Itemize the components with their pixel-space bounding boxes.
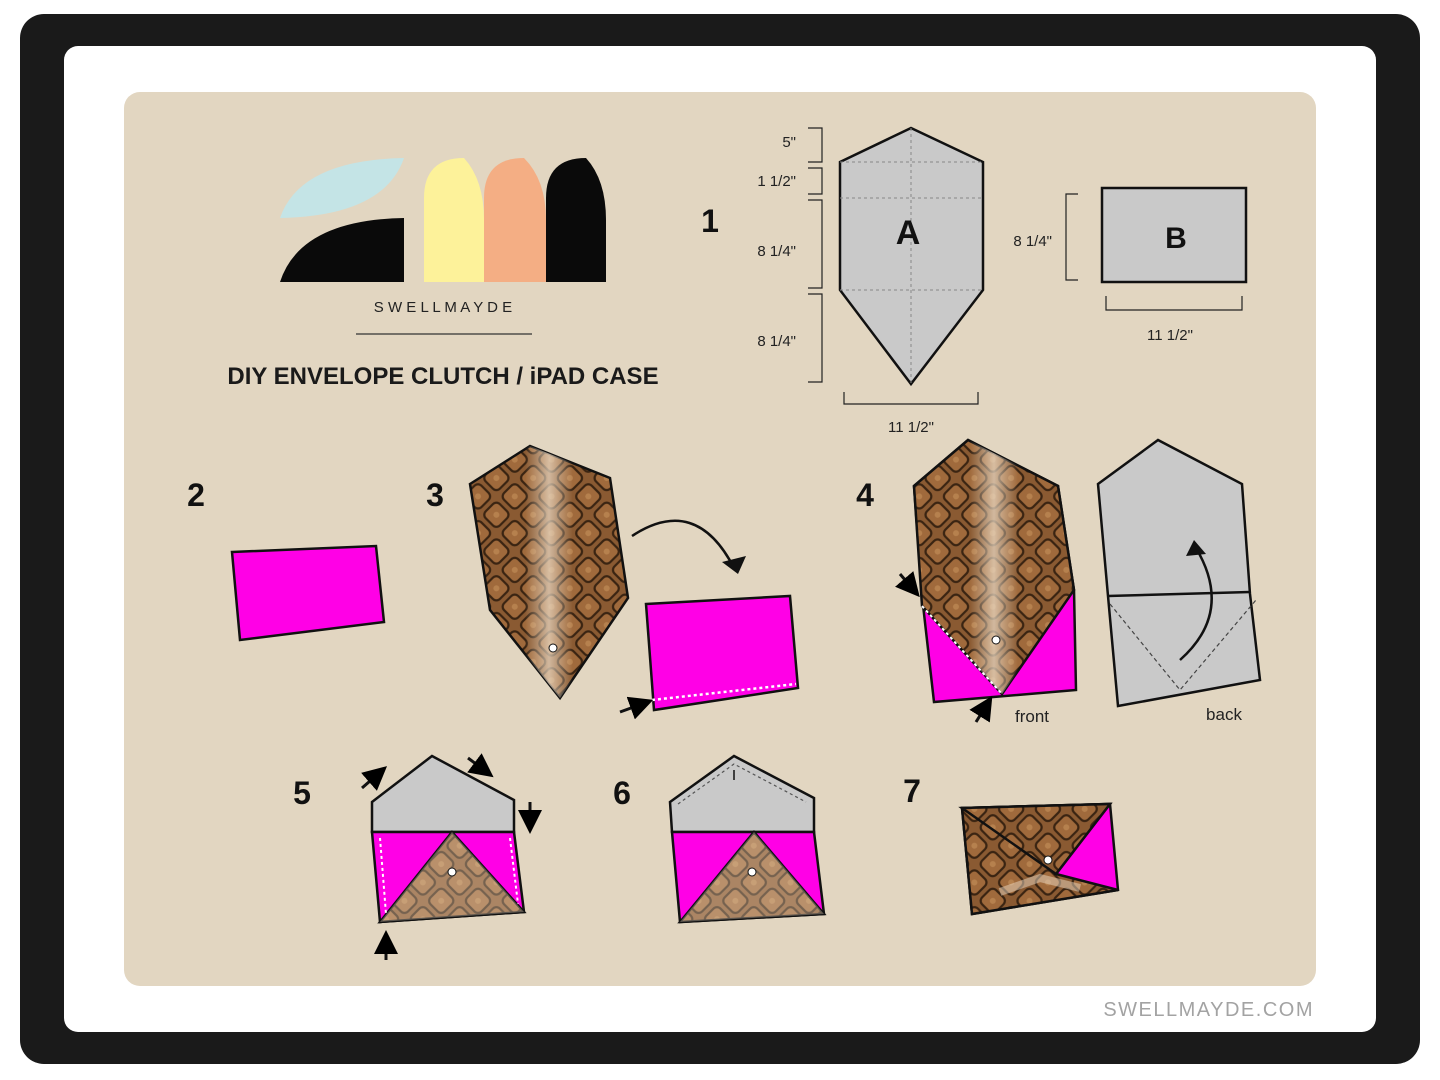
snakeskin-piece-a	[468, 444, 630, 701]
step-1-number: 1	[701, 203, 719, 239]
pattern-piece-b	[1100, 186, 1248, 284]
seam-arrow-step4-side	[895, 571, 920, 598]
seam-arrow-step5-top	[467, 753, 494, 778]
logo-petal-blue	[280, 158, 404, 218]
snap-dot	[548, 643, 558, 653]
step-6-number: 6	[613, 775, 631, 811]
dim-8-quarter-upper: 8 1/4"	[757, 243, 796, 260]
dimension-brackets-a	[808, 127, 979, 405]
dim-8-quarter-lower: 8 1/4"	[757, 333, 796, 350]
clutch-front-view	[912, 438, 1078, 704]
arrowhead-step3	[722, 556, 746, 574]
clutch-back-view	[1096, 438, 1262, 708]
step-5-number: 5	[293, 775, 311, 811]
seam-arrow-step3	[619, 696, 654, 720]
step-2-number: 2	[187, 477, 205, 513]
dim-b-width: 11 1/2"	[1147, 327, 1193, 344]
dim-b-height: 8 1/4"	[1013, 233, 1052, 250]
lining-piece	[230, 544, 386, 642]
curved-arrow-step4	[1179, 547, 1213, 661]
seam-arrow-step5-left	[361, 766, 388, 791]
arrowhead-step4	[1186, 540, 1206, 556]
swellmayde-logo	[280, 158, 606, 282]
logo-petal-peach	[484, 158, 546, 282]
logo-petal-yellow	[424, 158, 484, 282]
finished-clutch	[958, 802, 1120, 916]
pattern-piece-a	[838, 126, 985, 387]
seam-arrow-step4-bottom	[969, 695, 993, 723]
logo-petal-black-left	[280, 218, 404, 282]
dim-a-width: 11 1/2"	[888, 419, 934, 436]
step-7-number: 7	[903, 773, 921, 809]
back-label: back	[1206, 705, 1242, 724]
step-3-number: 3	[426, 477, 444, 513]
footer-url[interactable]: SWELLMAYDE.COM	[1103, 999, 1314, 1021]
lining-piece-step3	[644, 594, 800, 712]
logo-petal-black-right	[546, 158, 606, 282]
piece-b-label: B	[1165, 222, 1187, 255]
curved-arrow-step3	[631, 519, 736, 569]
dim-1-half: 1 1/2"	[757, 173, 796, 190]
logo-wordmark: S W E L L M A Y D E	[374, 299, 512, 316]
piece-a-label: A	[896, 214, 921, 252]
step-4-number: 4	[856, 477, 874, 513]
page-title: DIY ENVELOPE CLUTCH / iPAD CASE	[227, 363, 658, 390]
front-label: front	[1015, 707, 1049, 726]
dimension-brackets-b	[1065, 193, 1243, 311]
dim-5: 5"	[782, 134, 796, 151]
clutch-step6	[668, 754, 827, 924]
clutch-step5	[370, 754, 527, 924]
